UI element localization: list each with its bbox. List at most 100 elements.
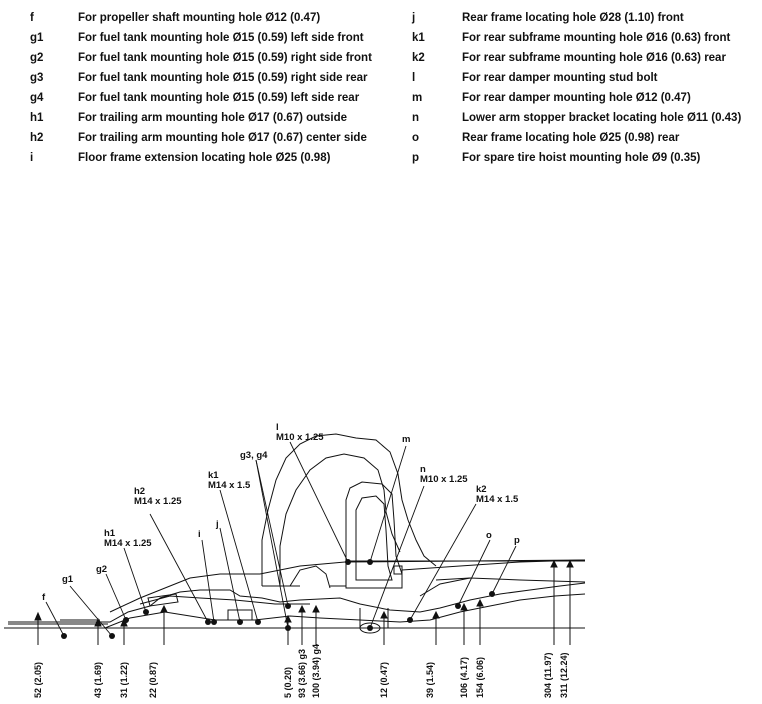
legend-text: For rear subframe mounting hole Ø16 (0.6… [462, 32, 731, 44]
legend-row-g2: g2 For fuel tank mounting hole Ø15 (0.59)… [30, 48, 400, 68]
legend-key: f [30, 12, 34, 24]
legend-text: Lower arm stopper bracket locating hole … [462, 112, 742, 124]
callout-k1: k1 [208, 470, 219, 481]
legend-text: For fuel tank mounting hole Ø15 (0.59) l… [78, 92, 360, 104]
leader-k2 [409, 503, 477, 621]
frame-rail [139, 595, 310, 605]
legend-key: g3 [30, 72, 44, 84]
legend-key: g2 [30, 52, 44, 64]
legend-key: o [412, 132, 420, 144]
leader-h1 [123, 547, 147, 613]
leader-g3g4 [255, 459, 289, 607]
legend-key: i [30, 152, 34, 164]
dim-12: 12 (0.47) [379, 662, 389, 698]
legend-text: For spare tire hoist mounting hole Ø9 (0… [462, 152, 701, 164]
legend-row-m: m For rear damper mounting hole Ø12 (0.47… [412, 88, 757, 108]
legend-text: For rear damper mounting hole Ø12 (0.47) [462, 92, 691, 104]
legend-text: Rear frame locating hole Ø25 (0.98) rear [462, 132, 680, 144]
leader-j [219, 527, 241, 623]
floor-frame-outline [8, 582, 586, 623]
legend-text: For propeller shaft mounting hole Ø12 (0… [78, 12, 321, 24]
dimension-lines [34, 559, 576, 645]
arrow-93 [298, 604, 306, 613]
legend-row-f: f For propeller shaft mounting hole Ø12 (… [30, 8, 400, 28]
callout-g3g4: g3, g4 [240, 450, 268, 461]
callout-f: f [42, 592, 46, 603]
rear-panel-top [109, 559, 586, 613]
legend-key: h2 [30, 132, 44, 144]
legend-key: m [412, 92, 423, 104]
callout-i: i [198, 529, 201, 540]
leader-o [457, 539, 491, 607]
dim-100: 100 (3.94) g4 [311, 644, 321, 698]
leader-h2 [149, 513, 209, 623]
legend-key: p [412, 152, 420, 164]
arrow-39 [432, 610, 440, 619]
arrow-43 [94, 617, 102, 627]
callout-k2: k2 [476, 484, 487, 495]
legend-key: g4 [30, 92, 44, 104]
callout-j: j [215, 519, 219, 530]
legend-key: k1 [412, 32, 425, 44]
legend-row-h1: h1 For trailing arm mounting hole Ø17 (0.… [30, 108, 400, 128]
legend-row-g4: g4 For fuel tank mounting hole Ø15 (0.59)… [30, 88, 400, 108]
arrow-52 [34, 611, 42, 621]
damper-tower [345, 481, 403, 589]
legend-row-k2: k2 For rear subframe mounting hole Ø16 (0… [412, 48, 757, 68]
legend-text: Rear frame locating hole Ø28 (1.10) fron… [462, 12, 684, 24]
leader-p [491, 545, 517, 595]
callout-h2-spec: M14 x 1.25 [134, 496, 182, 507]
leader-g2 [105, 573, 127, 621]
legend-text: For trailing arm mounting hole Ø17 (0.67… [78, 112, 348, 124]
leader-n [369, 485, 425, 629]
legend-row-o: o Rear frame locating hole Ø25 (0.98) rea… [412, 128, 757, 148]
legend-key: l [412, 72, 416, 84]
datum-lines [4, 560, 585, 629]
wheel-house-outline [261, 433, 437, 586]
body-outline [8, 433, 586, 634]
leader-i [201, 539, 215, 623]
leader-g3g4-b [255, 459, 289, 629]
legend-key: k2 [412, 52, 425, 64]
leader-k1 [219, 489, 259, 623]
dim-93: 93 (3.66) g3 [297, 649, 307, 698]
callout-g1: g1 [62, 574, 74, 585]
legend-row-h2: h2 For trailing arm mounting hole Ø17 (0.… [30, 128, 400, 148]
callout-labels: l M10 x 1.25 m g3, g4 n M10 x 1.25 k1 M1… [42, 422, 520, 603]
callout-h1-spec: M14 x 1.25 [104, 538, 152, 549]
arrow-22 [160, 604, 168, 613]
callout-g2: g2 [96, 564, 107, 575]
leader-m [369, 445, 407, 563]
legend-left-column: f For propeller shaft mounting hole Ø12 (… [30, 8, 400, 168]
dimension-labels: 52 (2.05) 43 (1.69) 31 (1.22) 22 (0.87) … [33, 644, 569, 698]
dim-39: 39 (1.54) [425, 662, 435, 698]
callout-k2-spec: M14 x 1.5 [476, 494, 519, 505]
legend-text: For fuel tank mounting hole Ø15 (0.59) r… [78, 52, 372, 64]
dim-311: 311 (12.24) [559, 652, 569, 698]
callout-m: m [402, 434, 410, 445]
wheel-house-inner [279, 453, 401, 586]
legend-text: For trailing arm mounting hole Ø17 (0.67… [78, 132, 367, 144]
dim-154: 154 (6.06) [475, 657, 485, 698]
damper-tower-inner [355, 495, 393, 581]
callout-n-spec: M10 x 1.25 [420, 474, 468, 485]
callout-k1-spec: M14 x 1.5 [208, 480, 251, 491]
legend-key: g1 [30, 32, 44, 44]
arrow-311 [566, 559, 574, 568]
leader-g1 [69, 585, 113, 637]
measurement-points [61, 559, 495, 639]
legend-text: For rear subframe mounting hole Ø16 (0.6… [462, 52, 726, 64]
floor-frame-lower [8, 593, 586, 629]
callout-l-spec: M10 x 1.25 [276, 432, 324, 443]
arrow-106 [460, 602, 468, 611]
callout-n: n [420, 464, 426, 475]
legend-key: h1 [30, 112, 44, 124]
callout-l: l [276, 422, 279, 433]
legend-text: For fuel tank mounting hole Ø15 (0.59) l… [78, 32, 364, 44]
